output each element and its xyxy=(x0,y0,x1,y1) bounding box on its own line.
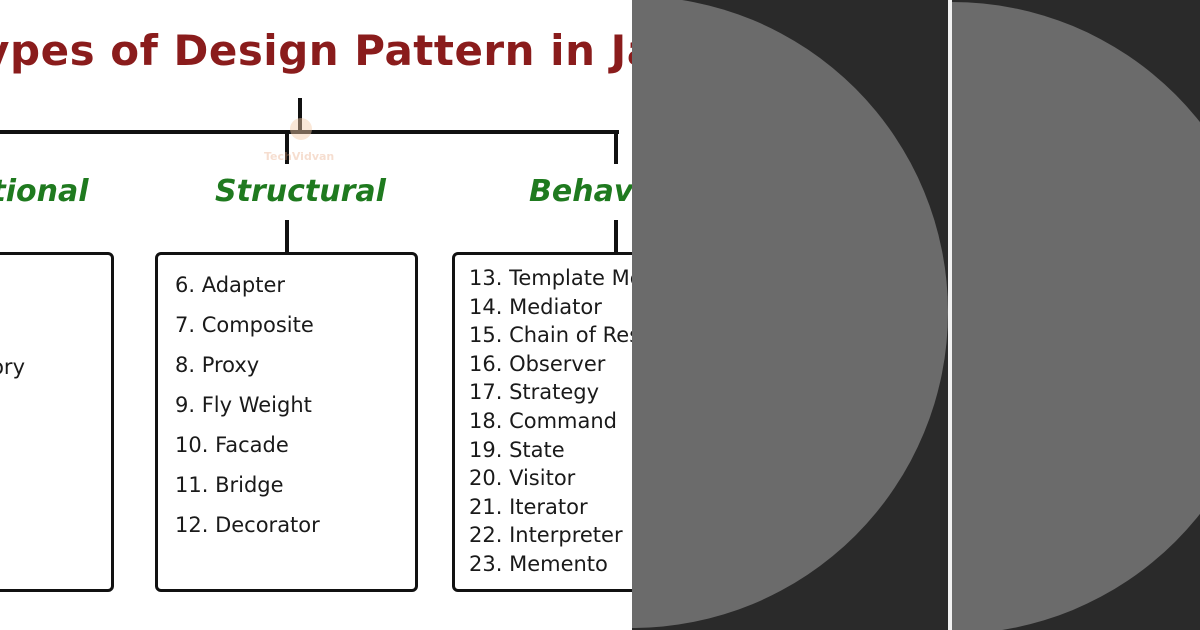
list-item: 20. Visitor xyxy=(469,466,576,491)
list-item: 9. Fly Weight xyxy=(175,393,312,417)
list-item: 7. Composite xyxy=(175,313,314,337)
structural-list: 6. Adapter 7. Composite 8. Proxy 9. Fly … xyxy=(158,255,415,551)
half-circle-shape-1 xyxy=(632,0,948,628)
list-item: 16. Observer xyxy=(469,351,606,376)
creational-list: Factory xyxy=(0,255,111,393)
list-item: 10. Facade xyxy=(175,433,289,457)
category-label-structural: Structural xyxy=(215,174,386,209)
overlay-panel-2 xyxy=(948,0,1200,630)
connector-horizontal xyxy=(0,130,619,134)
list-item: 13. Template Method xyxy=(469,266,632,290)
watermark-top: TechVidvan xyxy=(264,150,335,163)
list-item: 11. Bridge xyxy=(175,473,284,497)
creational-box: Factory xyxy=(0,252,114,592)
list-item: 15. Chain of Responsibility xyxy=(469,323,632,348)
diagram-title: Types of Design Pattern in Java xyxy=(0,26,632,75)
list-item: Factory xyxy=(0,355,25,379)
category-label-behavioral: Behavioral xyxy=(529,174,632,209)
connector-trunk xyxy=(298,98,302,134)
overlay-panel-1 xyxy=(632,0,948,630)
list-item: 23. Memento xyxy=(469,551,608,576)
diagram-canvas: Types of Design Pattern in Java TechVidv… xyxy=(0,0,632,630)
list-item: 21. Iterator xyxy=(469,494,588,519)
list-item: 12. Decorator xyxy=(175,513,320,537)
list-item: 17. Strategy xyxy=(469,380,600,405)
half-circle-shape-2 xyxy=(952,2,1200,630)
category-label-creational: Creational xyxy=(0,174,89,209)
list-item: 14. Mediator xyxy=(469,294,602,319)
connector-behavioral-bottom xyxy=(614,220,618,254)
connector-behavioral-top xyxy=(614,130,618,164)
list-item: 19. State xyxy=(469,437,565,462)
connector-structural-bottom xyxy=(285,220,289,254)
list-item: 18. Command xyxy=(469,408,618,433)
panel-divider xyxy=(948,0,952,630)
list-item: 6. Adapter xyxy=(175,273,286,297)
list-item: 8. Proxy xyxy=(175,353,260,377)
watermark-logo-icon xyxy=(290,118,312,140)
list-item: 22. Interpreter xyxy=(469,523,623,548)
behavioral-list: 13. Template Method 14. Mediator 15. Cha… xyxy=(455,255,632,579)
structural-box: 6. Adapter 7. Composite 8. Proxy 9. Fly … xyxy=(155,252,418,592)
behavioral-box: 13. Template Method 14. Mediator 15. Cha… xyxy=(452,252,632,592)
connector-structural-top xyxy=(285,130,289,164)
